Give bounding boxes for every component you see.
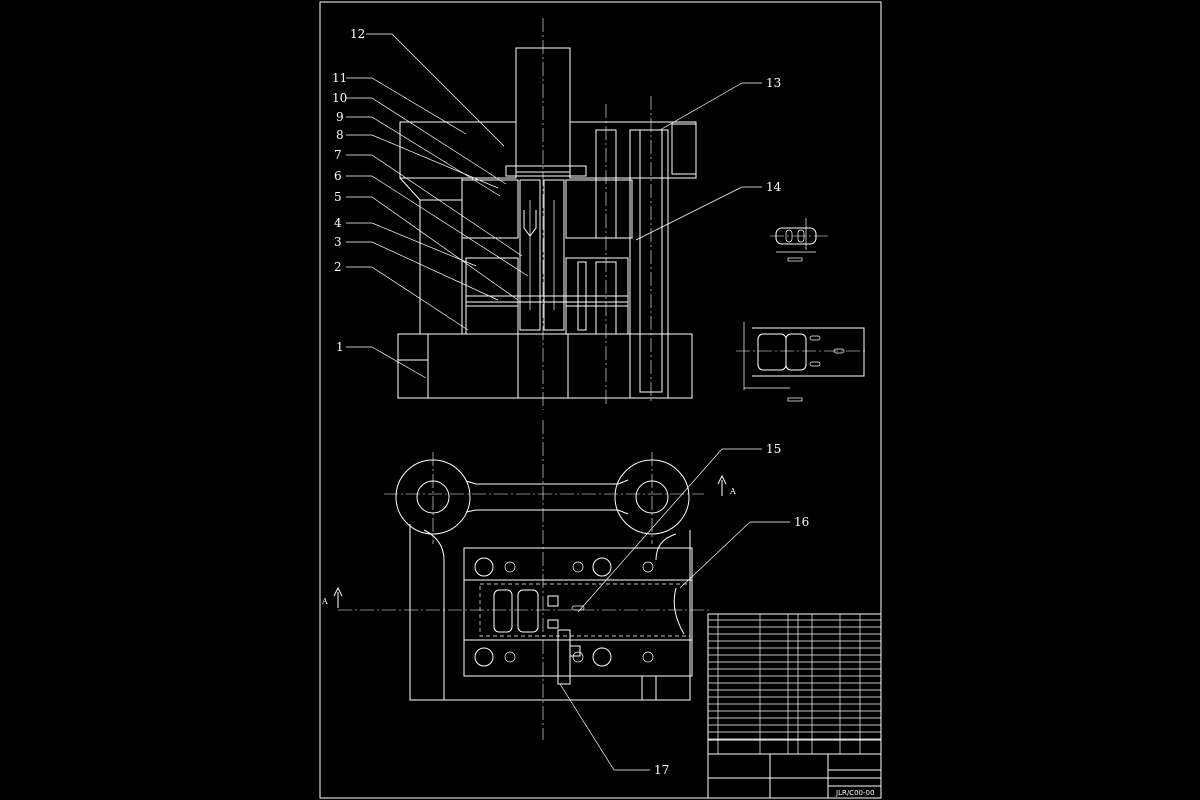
strip-layout-sketch xyxy=(736,322,866,402)
drawing-frame xyxy=(319,1,882,799)
svg-text:A: A xyxy=(729,487,736,496)
callout-1: 1 xyxy=(336,340,344,354)
callout-14: 14 xyxy=(766,180,782,194)
callout-3: 3 xyxy=(334,235,342,249)
callout-15: 15 xyxy=(766,442,781,456)
callout-17: 17 xyxy=(654,763,669,777)
upper-die-base xyxy=(399,121,517,179)
part-sketch xyxy=(770,218,830,262)
lower-die-base xyxy=(397,333,693,399)
callout-11: 11 xyxy=(332,71,347,85)
svg-text:A: A xyxy=(321,597,328,606)
callout-9: 9 xyxy=(336,110,344,124)
callout-7: 7 xyxy=(334,148,342,162)
callout-4: 4 xyxy=(334,216,342,230)
title-block: JLR/C00-00 xyxy=(707,613,882,799)
plan-view xyxy=(338,420,710,740)
callout-6: 6 xyxy=(334,169,342,183)
callout-leaders xyxy=(346,33,790,771)
drawing-number: JLR/C00-00 xyxy=(835,789,874,797)
callout-12: 12 xyxy=(350,27,365,41)
section-marks: A A xyxy=(321,474,736,608)
callout-labels: 1 2 3 4 5 6 7 8 9 10 11 12 13 14 15 16 1… xyxy=(332,27,809,777)
callout-10: 10 xyxy=(332,91,347,105)
callout-5: 5 xyxy=(334,190,342,204)
callout-8: 8 xyxy=(336,128,344,142)
callout-2: 2 xyxy=(334,260,342,274)
callout-16: 16 xyxy=(794,515,809,529)
section-view xyxy=(397,18,697,410)
callout-13: 13 xyxy=(766,76,781,90)
